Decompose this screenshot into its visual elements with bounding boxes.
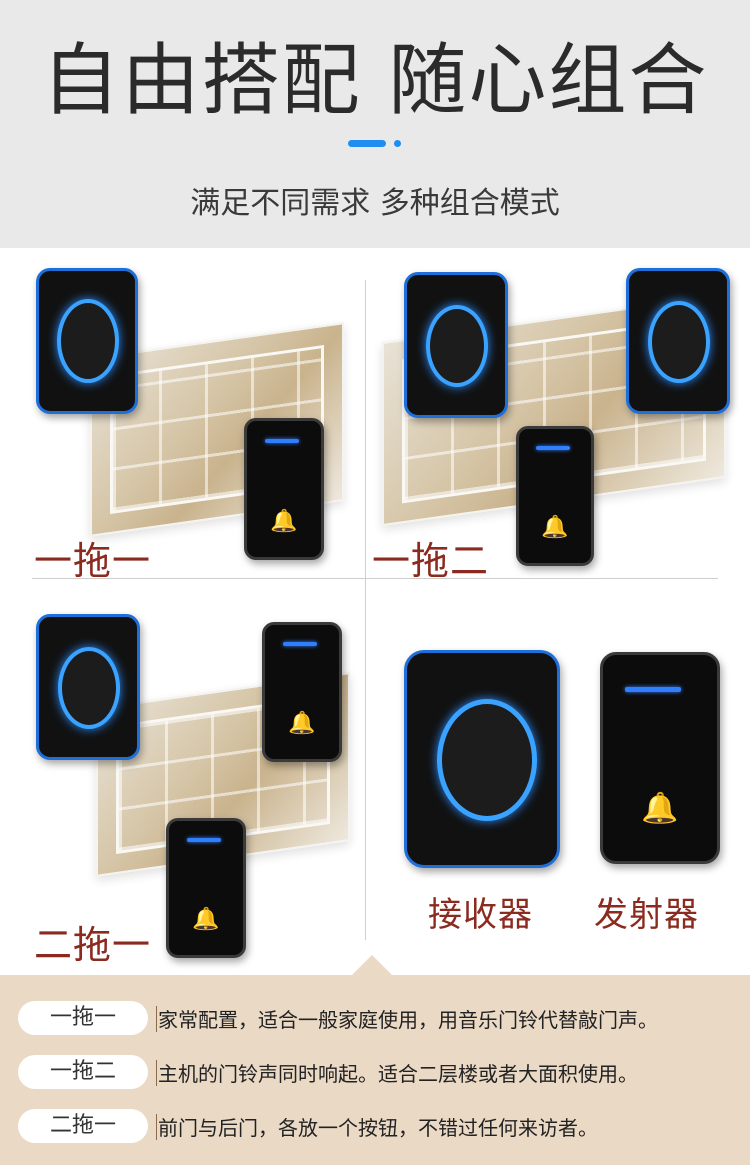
list-item: 二拖一 前门与后门，各放一个按钮，不错过任何来访者。: [18, 1109, 748, 1149]
receiver-device-image: [404, 272, 508, 418]
combo-label: 一拖二: [372, 539, 490, 583]
divider: [156, 1006, 157, 1032]
page-title: 自由搭配 随心组合: [41, 36, 709, 126]
sender-device-image: 🔔: [600, 652, 720, 864]
combo-tag: 一拖二: [18, 1055, 148, 1089]
footer-notch: [352, 955, 392, 975]
header-banner: 自由搭配 随心组合 满足不同需求 多种组合模式: [0, 0, 750, 248]
sender-device-image: 🔔: [516, 426, 594, 566]
accent-dot: [394, 140, 401, 147]
combo-label: 二拖一: [34, 923, 152, 967]
list-item: 一拖一 家常配置，适合一般家庭使用，用音乐门铃代替敲门声。: [18, 1001, 748, 1041]
sender-device-image: 🔔: [262, 622, 342, 762]
grid-divider-vertical: [365, 280, 366, 940]
receiver-device-image: [626, 268, 730, 414]
receiver-device-image: [404, 650, 560, 868]
accent-dash: [348, 140, 386, 147]
receiver-label: 接收器: [428, 895, 533, 935]
sender-device-image: 🔔: [244, 418, 324, 560]
bell-icon: 🔔: [192, 907, 220, 932]
bell-icon: 🔔: [541, 515, 569, 540]
combo-label: 一拖一: [34, 539, 152, 583]
combo-tag: 一拖一: [18, 1001, 148, 1035]
footer-description-panel: 一拖一 家常配置，适合一般家庭使用，用音乐门铃代替敲门声。 一拖二 主机的门铃声…: [0, 975, 750, 1165]
grid-divider-horizontal: [32, 578, 718, 579]
receiver-device-image: [36, 268, 138, 414]
bell-icon: 🔔: [641, 791, 679, 826]
combo-description: 主机的门铃声同时响起。适合二层楼或者大面积使用。: [158, 1062, 638, 1086]
sender-label: 发射器: [594, 895, 699, 935]
list-item: 一拖二 主机的门铃声同时响起。适合二层楼或者大面积使用。: [18, 1055, 748, 1095]
combo-tag: 二拖一: [18, 1109, 148, 1143]
divider: [156, 1060, 157, 1086]
divider: [156, 1114, 157, 1140]
receiver-device-image: [36, 614, 140, 760]
combo-description: 家常配置，适合一般家庭使用，用音乐门铃代替敲门声。: [158, 1008, 658, 1032]
page-subtitle: 满足不同需求 多种组合模式: [190, 186, 560, 221]
combo-description: 前门与后门，各放一个按钮，不错过任何来访者。: [158, 1116, 598, 1140]
bell-icon: 🔔: [270, 509, 298, 534]
bell-icon: 🔔: [288, 711, 316, 736]
sender-device-image: 🔔: [166, 818, 246, 958]
